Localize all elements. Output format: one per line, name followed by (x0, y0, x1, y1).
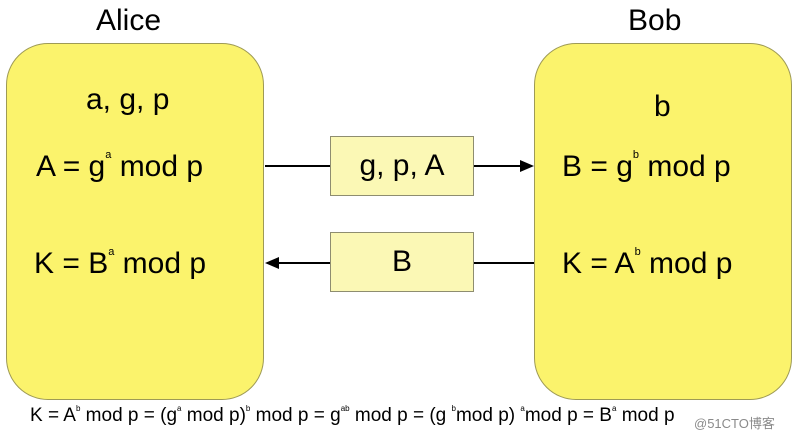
alice-public-value-formula: A = ga mod p (36, 149, 204, 183)
alice-key-formula: K = Ba mod p (34, 246, 207, 280)
message-alice-to-bob: g, p, A (330, 136, 474, 196)
bob-title: Bob (628, 4, 682, 37)
arrowhead-left-icon (265, 257, 279, 269)
watermark: @51CTO博客 (694, 416, 775, 431)
shared-key-derivation: K = Ab mod p = (ga mod p)b mod p = gab m… (30, 404, 675, 426)
message-bob-to-alice: B (330, 232, 474, 292)
alice-title: Alice (96, 4, 162, 37)
bob-params: b (654, 90, 671, 123)
alice-params: a, g, p (86, 83, 170, 116)
alice-panel (6, 43, 264, 400)
bob-key-formula: K = Ab mod p (562, 246, 733, 280)
bob-panel (534, 43, 792, 400)
bob-public-value-formula: B = gb mod p (562, 149, 731, 183)
arrowhead-right-icon (520, 160, 534, 172)
